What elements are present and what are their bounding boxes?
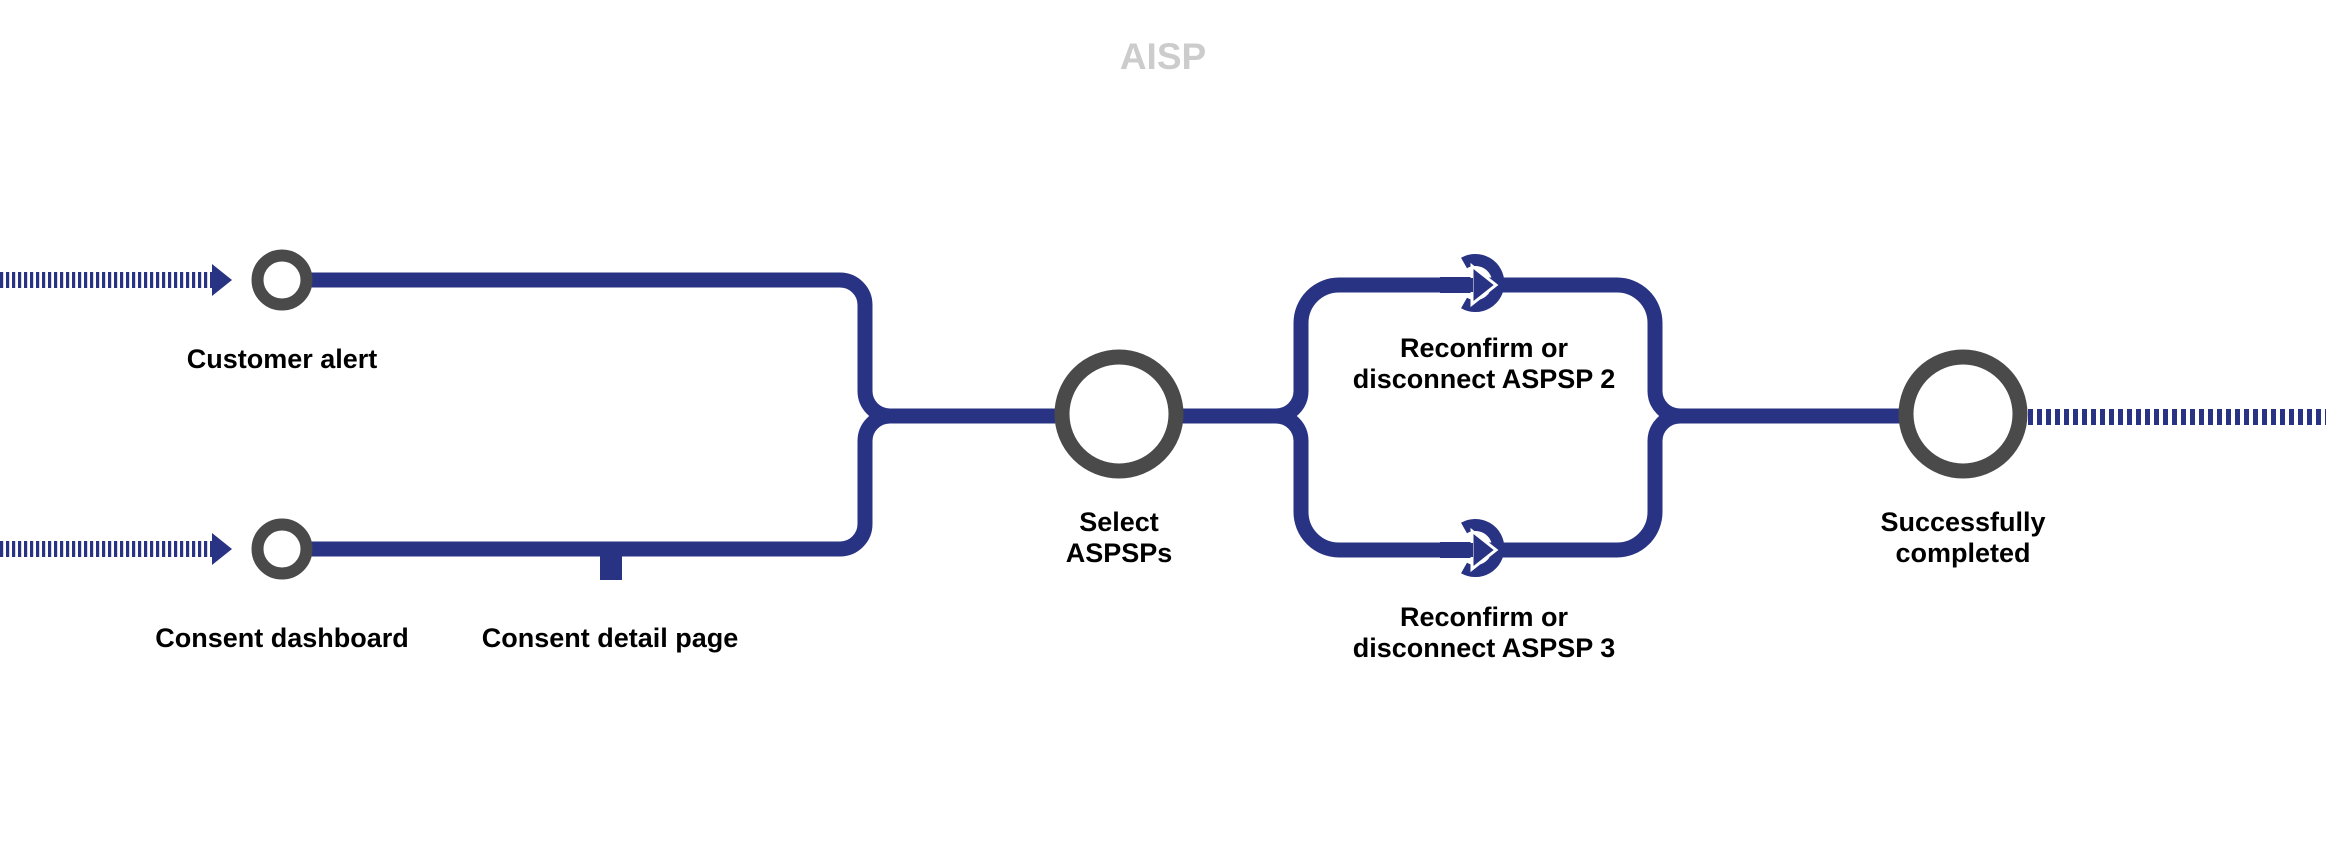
- station-successfully-completed[interactable]: [1898, 349, 2028, 479]
- label-line: Reconfirm or: [1399, 333, 1569, 363]
- station-reconfirm-aspsp-3[interactable]: [1440, 519, 1505, 577]
- label-line: ASPSPs: [1065, 538, 1173, 568]
- arrowhead-icon: [212, 533, 232, 565]
- circle-arrow-in-icon: [1440, 254, 1505, 312]
- label-reconfirm-aspsp-3: Reconfirm or disconnect ASPSP 3: [1353, 602, 1616, 664]
- incoming-dashed-arrow-customer-alert: [0, 264, 232, 296]
- outgoing-dashed-line: [2028, 409, 2326, 425]
- label-consent-dashboard: Consent dashboard: [155, 623, 409, 653]
- stop-tick-consent-detail-page[interactable]: [600, 549, 622, 580]
- route-customer-alert: [300, 272, 891, 424]
- station-consent-dashboard[interactable]: [251, 518, 313, 580]
- label-line: Reconfirm or: [1399, 602, 1569, 632]
- label-line: disconnect ASPSP 2: [1352, 364, 1616, 394]
- label-line: disconnect ASPSP 3: [1352, 633, 1616, 663]
- route-consent-dashboard: [300, 408, 891, 557]
- label-successfully-completed: Successfully completed: [1880, 507, 2045, 569]
- label-select-aspsps: Select ASPSPs: [1066, 507, 1173, 569]
- label-consent-detail-page: Consent detail page: [481, 623, 739, 653]
- label-line: Select: [1079, 507, 1159, 537]
- label-reconfirm-aspsp-2: Reconfirm or disconnect ASPSP 2: [1353, 333, 1616, 395]
- diagram-title: AISP: [1119, 36, 1207, 77]
- incoming-dashed-arrow-consent-dashboard: [0, 533, 232, 565]
- label-line: completed: [1895, 538, 2031, 568]
- station-customer-alert[interactable]: [251, 249, 313, 311]
- circle-arrow-in-icon: [1440, 519, 1505, 577]
- station-reconfirm-aspsp-2[interactable]: [1440, 254, 1505, 312]
- label-line: Successfully: [1880, 507, 2046, 537]
- arrowhead-icon: [212, 264, 232, 296]
- dashed-line: [0, 272, 212, 288]
- dashed-line: [0, 541, 212, 557]
- station-select-aspsps[interactable]: [1054, 349, 1184, 479]
- label-customer-alert: Customer alert: [186, 344, 378, 374]
